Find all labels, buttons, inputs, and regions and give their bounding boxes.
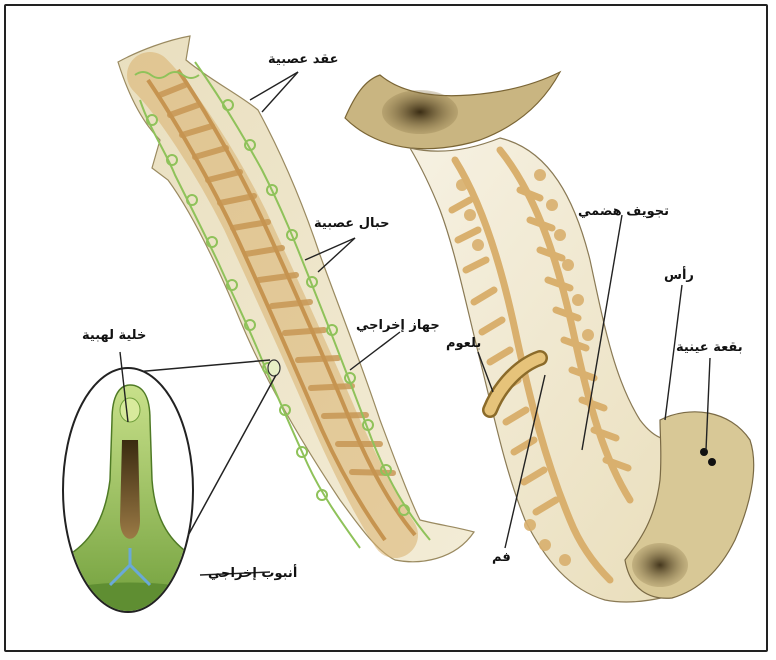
eyespot-left xyxy=(700,448,708,456)
label-head: رأس xyxy=(664,268,694,283)
label-nerve-cords: حبال عصبية xyxy=(314,216,390,231)
flame-cell-marker xyxy=(268,360,280,376)
label-mouth: فم xyxy=(492,550,511,565)
label-excretory-tube: أنبوب إخراجي xyxy=(208,566,297,581)
label-pharynx: بلعوم xyxy=(446,336,481,351)
label-nerve-ganglia: عقد عصبية xyxy=(268,52,338,67)
flame-cell-inset xyxy=(60,360,276,620)
label-gastrovascular-cavity: تجويف هضمي xyxy=(578,204,669,219)
label-eyespot: بقعة عينية xyxy=(676,340,743,355)
label-excretory-system: جهاز إخراجي xyxy=(356,318,440,333)
eyespot-right xyxy=(708,458,716,466)
label-flame-cell: خلية لهبية xyxy=(82,328,146,343)
